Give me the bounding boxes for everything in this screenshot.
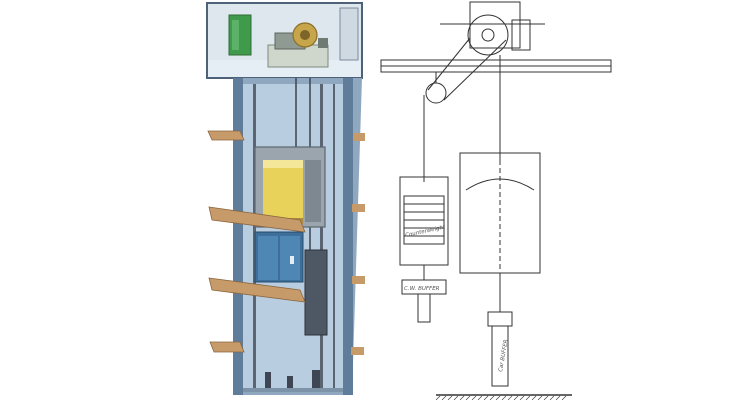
hatch-line bbox=[537, 395, 543, 400]
drawing-car-buffer-cap bbox=[487, 311, 513, 327]
hatch-line bbox=[495, 395, 501, 400]
shaft-pit-floor bbox=[243, 388, 343, 392]
hatch-line bbox=[507, 395, 513, 400]
hatch-line bbox=[435, 395, 441, 400]
floor-slab-left-2 bbox=[208, 206, 306, 233]
hatch-line bbox=[489, 395, 495, 400]
car-buffer-3d-2 bbox=[287, 376, 293, 390]
drawing-sheave-hub bbox=[481, 28, 495, 42]
drawing-counterweight-frame bbox=[399, 176, 449, 266]
shaft-wall-left bbox=[233, 78, 243, 395]
hatch-line bbox=[441, 395, 447, 400]
hatch-line bbox=[519, 395, 525, 400]
drawing-machine-housing bbox=[469, 1, 521, 49]
cw-buffer-label: C.W. BUFFER bbox=[404, 286, 440, 292]
floor-slab-left-4 bbox=[209, 341, 245, 353]
shaft-wall-right bbox=[343, 78, 353, 395]
machine-room-door bbox=[339, 7, 359, 61]
car-ceiling-light bbox=[263, 160, 303, 168]
floor-slabs bbox=[207, 130, 365, 355]
counterweight-rail bbox=[333, 84, 335, 390]
drawing-floor-hatching bbox=[435, 395, 567, 400]
hatch-line bbox=[555, 395, 561, 400]
landing-door-left-panel bbox=[258, 236, 278, 280]
gear-box bbox=[318, 38, 328, 48]
floor-slab-left-3 bbox=[208, 277, 306, 303]
drawing-drive-sheave bbox=[467, 14, 509, 56]
hatch-line bbox=[471, 395, 477, 400]
floor-slab-left-1 bbox=[207, 130, 245, 141]
car-guide-rail-right bbox=[320, 84, 323, 390]
hatch-line bbox=[513, 395, 519, 400]
hatch-line bbox=[477, 395, 483, 400]
elevator-car bbox=[254, 146, 326, 228]
hatch-line bbox=[525, 395, 531, 400]
counterweight-plate-label: Counterweight bbox=[405, 224, 447, 238]
floor-slab-right-2 bbox=[352, 204, 365, 212]
cabinet-panel bbox=[232, 20, 239, 50]
hatch-line bbox=[561, 395, 567, 400]
car-buffer-3d bbox=[265, 372, 271, 390]
floor-slab-right-4 bbox=[351, 347, 364, 355]
counterweight bbox=[304, 249, 328, 336]
drawing-rope-return bbox=[443, 39, 507, 101]
landing-door bbox=[254, 231, 304, 283]
hatch-line bbox=[549, 395, 555, 400]
car-side-panel bbox=[305, 160, 321, 222]
floor-slab-right-1 bbox=[353, 133, 365, 141]
drawing-car-buffer-cylinder bbox=[491, 325, 509, 387]
hatch-line bbox=[447, 395, 453, 400]
sheave-hub bbox=[300, 30, 310, 40]
drawing-deflector-sheave bbox=[425, 82, 447, 104]
car-interior bbox=[263, 160, 303, 218]
hall-call-button bbox=[290, 256, 294, 264]
floor-slab-right-3 bbox=[352, 276, 365, 284]
drawing-rope-to-deflector bbox=[427, 37, 471, 91]
hatch-line bbox=[543, 395, 549, 400]
hatch-line bbox=[459, 395, 465, 400]
hatch-line bbox=[465, 395, 471, 400]
schematic-lines bbox=[380, 1, 612, 396]
hatch-line bbox=[501, 395, 507, 400]
hatch-line bbox=[483, 395, 489, 400]
counterweight-buffer-3d bbox=[312, 370, 320, 390]
drawing-motor bbox=[511, 19, 531, 51]
hatch-line bbox=[531, 395, 537, 400]
drawing-cw-buffer-body bbox=[417, 293, 431, 323]
car-buffer-label: Car BUFFER bbox=[498, 339, 510, 372]
hatch-line bbox=[453, 395, 459, 400]
